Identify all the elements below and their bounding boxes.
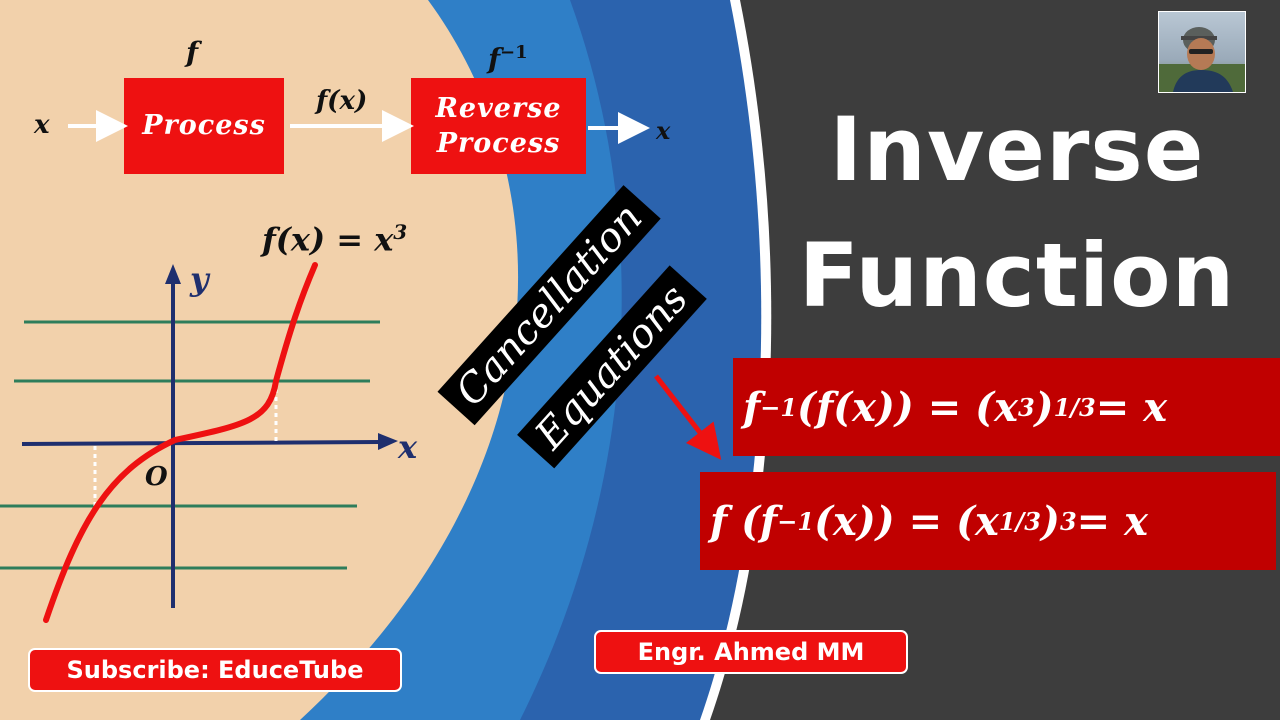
eq1-result: = x bbox=[1095, 383, 1168, 431]
subscribe-badge[interactable]: Subscribe: EduceTube bbox=[28, 648, 402, 692]
function-label-exponent: 3 bbox=[393, 220, 408, 244]
eq1-cube-sup: 3 bbox=[1017, 392, 1035, 422]
eq2-middle: (x)) = (x bbox=[814, 497, 999, 545]
x-axis-arrowhead bbox=[378, 433, 398, 450]
finv-superscript: −1 bbox=[500, 42, 528, 63]
eq1-paren: ) bbox=[1034, 383, 1054, 431]
author-badge: Engr. Ahmed MM bbox=[594, 630, 908, 674]
eq1-inverse-sup: −1 bbox=[760, 392, 798, 422]
eq1-third-sup: 1/3 bbox=[1053, 392, 1096, 422]
eq2-result: = x bbox=[1076, 497, 1148, 545]
y-axis-arrowhead bbox=[165, 264, 181, 284]
x-axis-label: x bbox=[398, 428, 418, 466]
output-x-label: x bbox=[656, 116, 671, 145]
y-axis-label: y bbox=[190, 260, 209, 298]
fx-middle-label: f(x) bbox=[316, 86, 368, 116]
avatar bbox=[1158, 11, 1246, 93]
reverse-label-line2: Process bbox=[436, 128, 561, 159]
origin-label: O bbox=[145, 462, 168, 492]
pointer-arrow-to-equations bbox=[654, 374, 722, 460]
eq2-third-sup: 1/3 bbox=[998, 506, 1042, 536]
reverse-process-box: Reverse Process bbox=[411, 78, 586, 174]
eq2-inverse-sup: −1 bbox=[777, 506, 815, 536]
function-label: f(x) = x3 bbox=[262, 220, 407, 259]
eq2-paren: ) bbox=[1041, 497, 1060, 545]
avatar-person-icon bbox=[1159, 27, 1245, 92]
process-label: Process bbox=[142, 110, 266, 142]
cubic-curve bbox=[43, 262, 318, 623]
title-line2: Function bbox=[798, 224, 1236, 327]
process-box: Process bbox=[124, 78, 284, 174]
input-x-label: x bbox=[34, 110, 50, 140]
title-line1: Inverse bbox=[829, 98, 1205, 201]
eq2-cube-sup: 3 bbox=[1059, 506, 1077, 536]
f-label: f bbox=[186, 36, 199, 69]
x-axis bbox=[21, 440, 381, 446]
eq1-f: f bbox=[743, 383, 761, 431]
finv-base: f bbox=[488, 42, 501, 76]
function-label-text: f(x) = x bbox=[262, 220, 394, 259]
eq2-f: f (f bbox=[710, 497, 778, 545]
eq1-middle: (f(x)) = (x bbox=[797, 383, 1018, 431]
beige-panel bbox=[0, 0, 519, 720]
reverse-label-line1: Reverse bbox=[435, 92, 562, 124]
finv-label: f−1 bbox=[488, 42, 528, 75]
